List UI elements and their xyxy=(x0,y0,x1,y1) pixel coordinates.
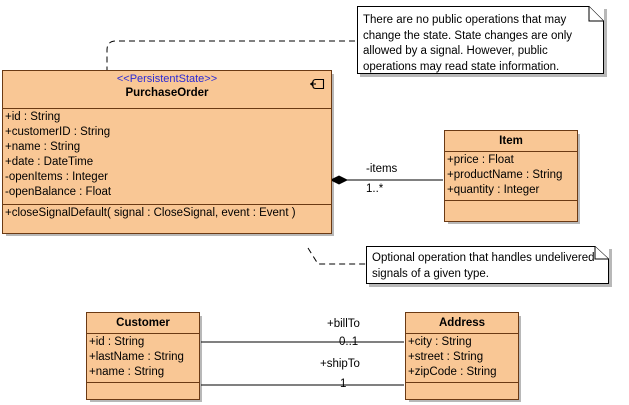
attribute-row: +price : Float xyxy=(447,154,514,166)
attribute-row: +customerID : String xyxy=(5,126,111,138)
composition-diamond-icon xyxy=(329,175,349,185)
attribute-row: +city : String xyxy=(408,336,472,348)
class-stereotype: <<PersistentState>> xyxy=(116,73,218,85)
class-header-customer: Customer xyxy=(87,313,199,334)
attribute-row: +lastName : String xyxy=(89,351,184,363)
attributes-compartment-customer: +id : String +lastName : String +name : … xyxy=(87,334,199,383)
signal-reception-icon[interactable] xyxy=(309,77,326,92)
class-box-item[interactable]: Item +price : Float +productName : Strin… xyxy=(444,130,578,222)
note-shape xyxy=(357,6,604,74)
note-state-text: There are no public operations that may … xyxy=(363,14,573,73)
note-shape xyxy=(366,246,609,284)
class-box-address[interactable]: Address +city : String +street : String … xyxy=(405,312,519,400)
association-multiplicity-shipto: 1 xyxy=(340,378,347,390)
attribute-row: +id : String xyxy=(5,111,61,123)
operations-compartment-purchaseorder: +closeSignalDefault( signal : CloseSigna… xyxy=(3,205,331,233)
operations-compartment-customer xyxy=(87,383,199,394)
note-operation-text: Optional operation that handles undelive… xyxy=(372,252,595,280)
class-title: Address xyxy=(438,317,486,329)
attribute-row: +street : String xyxy=(408,351,484,363)
note-state-anchor-line xyxy=(106,40,355,70)
association-multiplicity-items: 1..* xyxy=(366,183,384,195)
operations-compartment-item xyxy=(445,201,577,212)
class-header-purchaseorder: <<PersistentState>> PurchaseOrder xyxy=(3,71,331,109)
association-role-shipto: +shipTo xyxy=(320,358,360,370)
attributes-compartment-purchaseorder: +id : String +customerID : String +name … xyxy=(3,109,331,205)
class-header-address: Address xyxy=(406,313,518,334)
attribute-row: -openBalance : Float xyxy=(5,186,112,198)
association-role-items: -items xyxy=(366,163,398,175)
attribute-row: +productName : String xyxy=(447,169,563,181)
attribute-row: +zipCode : String xyxy=(408,366,497,378)
attribute-row: -openItems : Integer xyxy=(5,171,108,183)
association-multiplicity-billto: 0..1 xyxy=(339,336,359,348)
attribute-row: +name : String xyxy=(5,141,81,153)
note-operation-anchor-line xyxy=(307,247,366,265)
class-title: Customer xyxy=(116,317,170,329)
operation-row: +closeSignalDefault( signal : CloseSigna… xyxy=(5,207,296,219)
operations-compartment-address xyxy=(406,383,518,394)
attribute-row: +id : String xyxy=(89,336,145,348)
association-role-billto: +billTo xyxy=(327,318,360,330)
attribute-row: +date : DateTime xyxy=(5,156,94,168)
attributes-compartment-address: +city : String +street : String +zipCode… xyxy=(406,334,518,383)
attributes-compartment-item: +price : Float +productName : String +qu… xyxy=(445,152,577,201)
class-box-customer[interactable]: Customer +id : String +lastName : String… xyxy=(86,312,200,400)
note-state: There are no public operations that may … xyxy=(357,6,604,74)
attribute-row: +quantity : Integer xyxy=(447,184,540,196)
note-operation: Optional operation that handles undelive… xyxy=(366,246,609,284)
class-header-item: Item xyxy=(445,131,577,152)
attribute-row: +name : String xyxy=(89,366,165,378)
class-box-purchaseorder[interactable]: <<PersistentState>> PurchaseOrder +id : … xyxy=(2,70,332,234)
class-title: Item xyxy=(499,135,523,147)
class-title: PurchaseOrder xyxy=(125,87,209,99)
